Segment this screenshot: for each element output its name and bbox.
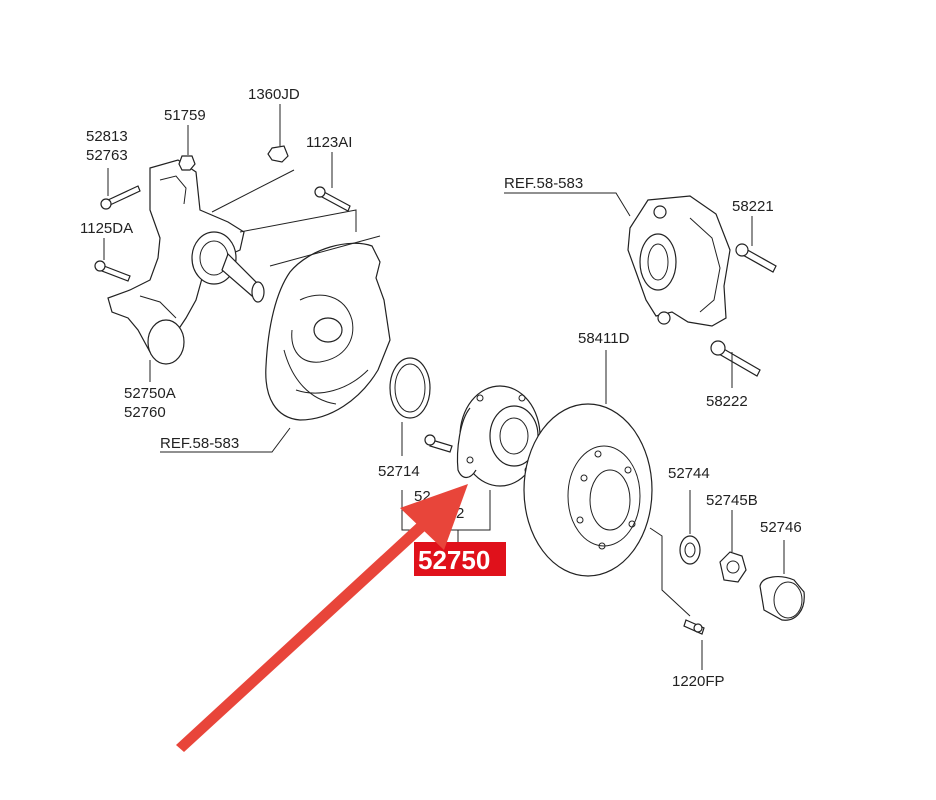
label-1360JD: 1360JD — [248, 86, 300, 103]
label-58411D: 58411D — [578, 330, 630, 347]
label-1125DA: 1125DA — [80, 220, 133, 237]
label-ref-right: REF.58-583 — [504, 175, 583, 192]
nut-1360JD — [267, 145, 289, 163]
label-58222: 58222 — [706, 393, 748, 410]
highlight-box — [414, 542, 506, 576]
part-labels: 52813 52763 51759 1360JD 1123AI 1125DA 5… — [80, 86, 802, 690]
wheel-hub — [456, 385, 541, 487]
label-52760: 52760 — [124, 404, 166, 421]
highlight-52750: 52750 — [414, 542, 506, 576]
red-arrow — [176, 484, 468, 752]
steering-knuckle — [107, 159, 265, 365]
label-52746: 52746 — [760, 519, 802, 536]
label-52745B: 52745B — [706, 492, 758, 509]
highlight-label: 52750 — [418, 545, 490, 575]
bolt-58221 — [735, 243, 777, 273]
label-51759: 51759 — [164, 107, 206, 124]
label-58221: 58221 — [732, 198, 774, 215]
backing-plate — [265, 242, 391, 421]
bolt-1123AI — [314, 186, 351, 212]
nut-52745B — [719, 551, 747, 583]
washer-52744 — [679, 535, 701, 565]
cap-52746 — [759, 576, 805, 621]
label-1123AI: 1123AI — [306, 134, 352, 151]
arrow-shaft — [176, 522, 426, 752]
label-52744: 52744 — [668, 465, 710, 482]
brake-disc — [523, 403, 653, 577]
label-52714: 52714 — [378, 463, 420, 480]
label-ref-left: REF.58-583 — [160, 435, 239, 452]
bolt-1125DA — [94, 260, 131, 282]
bolt-58222 — [710, 340, 761, 377]
leader-lines — [103, 104, 785, 670]
label-52763: 52763 — [86, 147, 128, 164]
seal-ring — [389, 357, 431, 419]
wheel-bolt — [424, 434, 453, 453]
brake-caliper — [627, 195, 731, 327]
label-partial-bottom: 2 — [456, 505, 464, 522]
arrow-head — [400, 484, 468, 550]
screw-1220FP — [683, 619, 705, 635]
label-1220FP: 1220FP — [672, 673, 725, 690]
nut-51759 — [178, 155, 196, 171]
bolt-52813 — [100, 185, 141, 210]
label-52813: 52813 — [86, 128, 128, 145]
label-52750A: 52750A — [124, 385, 176, 402]
